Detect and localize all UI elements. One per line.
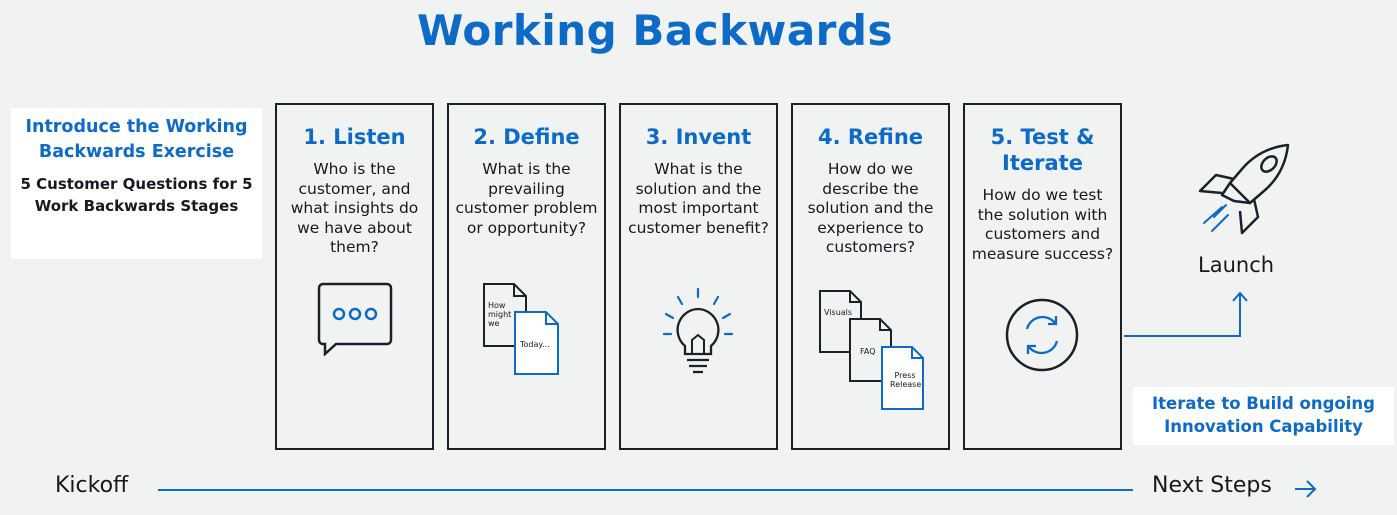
stage-title: 4. Refine [817,125,924,149]
stage-test-iterate: 5. Test & Iterate How do we test the sol… [963,103,1122,450]
timeline-end-label: Next Steps [1152,473,1272,498]
iterate-callout: Iterate to Build ongoing Innovation Capa… [1133,387,1394,445]
stage-question: How do we describe the solution and the … [807,160,934,256]
timeline-line [158,489,1133,491]
documents-stack-icon: Visuals FAQ Press Release [793,288,948,413]
stage-title: 5. Test & Iterate [990,125,1095,175]
chat-bubble-icon [277,281,432,356]
intro-heading: Introduce the Working Backwards Exercise [25,117,248,162]
stage-question: What is the prevailing customer problem … [455,160,598,237]
doc-label: Visuals [824,308,853,317]
launch-label: Launch [1198,253,1275,277]
stage-title: 3. Invent [645,125,752,149]
lightbulb-icon [621,287,776,377]
doc-label: FAQ [860,347,876,356]
launch-connector [1124,291,1248,337]
stage-question: How do we test the solution with custome… [971,186,1114,263]
stage-title: 1. Listen [303,125,406,149]
refresh-cycle-icon [965,295,1120,375]
stage-title: 2. Define [473,125,580,149]
stage-question: Who is the customer, and what insights d… [290,160,419,256]
stage-refine: 4. Refine How do we describe the solutio… [791,103,950,450]
page-title: Working Backwards [417,6,893,55]
timeline-start-label: Kickoff [55,473,129,498]
intro-box: Introduce the Working Backwards Exercise… [11,108,262,259]
doc-label: Today... [520,340,550,349]
intro-subheading: 5 Customer Questions for 5 Work Backward… [20,175,253,215]
documents-icon: How might we Today... [449,279,604,379]
stage-question: What is the solution and the most import… [628,160,769,237]
stage-invent: 3. Invent What is the solution and the m… [619,103,778,450]
doc-label: How might we [488,301,512,328]
arrow-right-icon [1295,480,1317,498]
stage-listen: 1. Listen Who is the customer, and what … [275,103,434,450]
stage-define: 2. Define What is the prevailing custome… [447,103,606,450]
doc-label: Press Release [890,371,922,389]
rocket-icon [1198,143,1290,235]
